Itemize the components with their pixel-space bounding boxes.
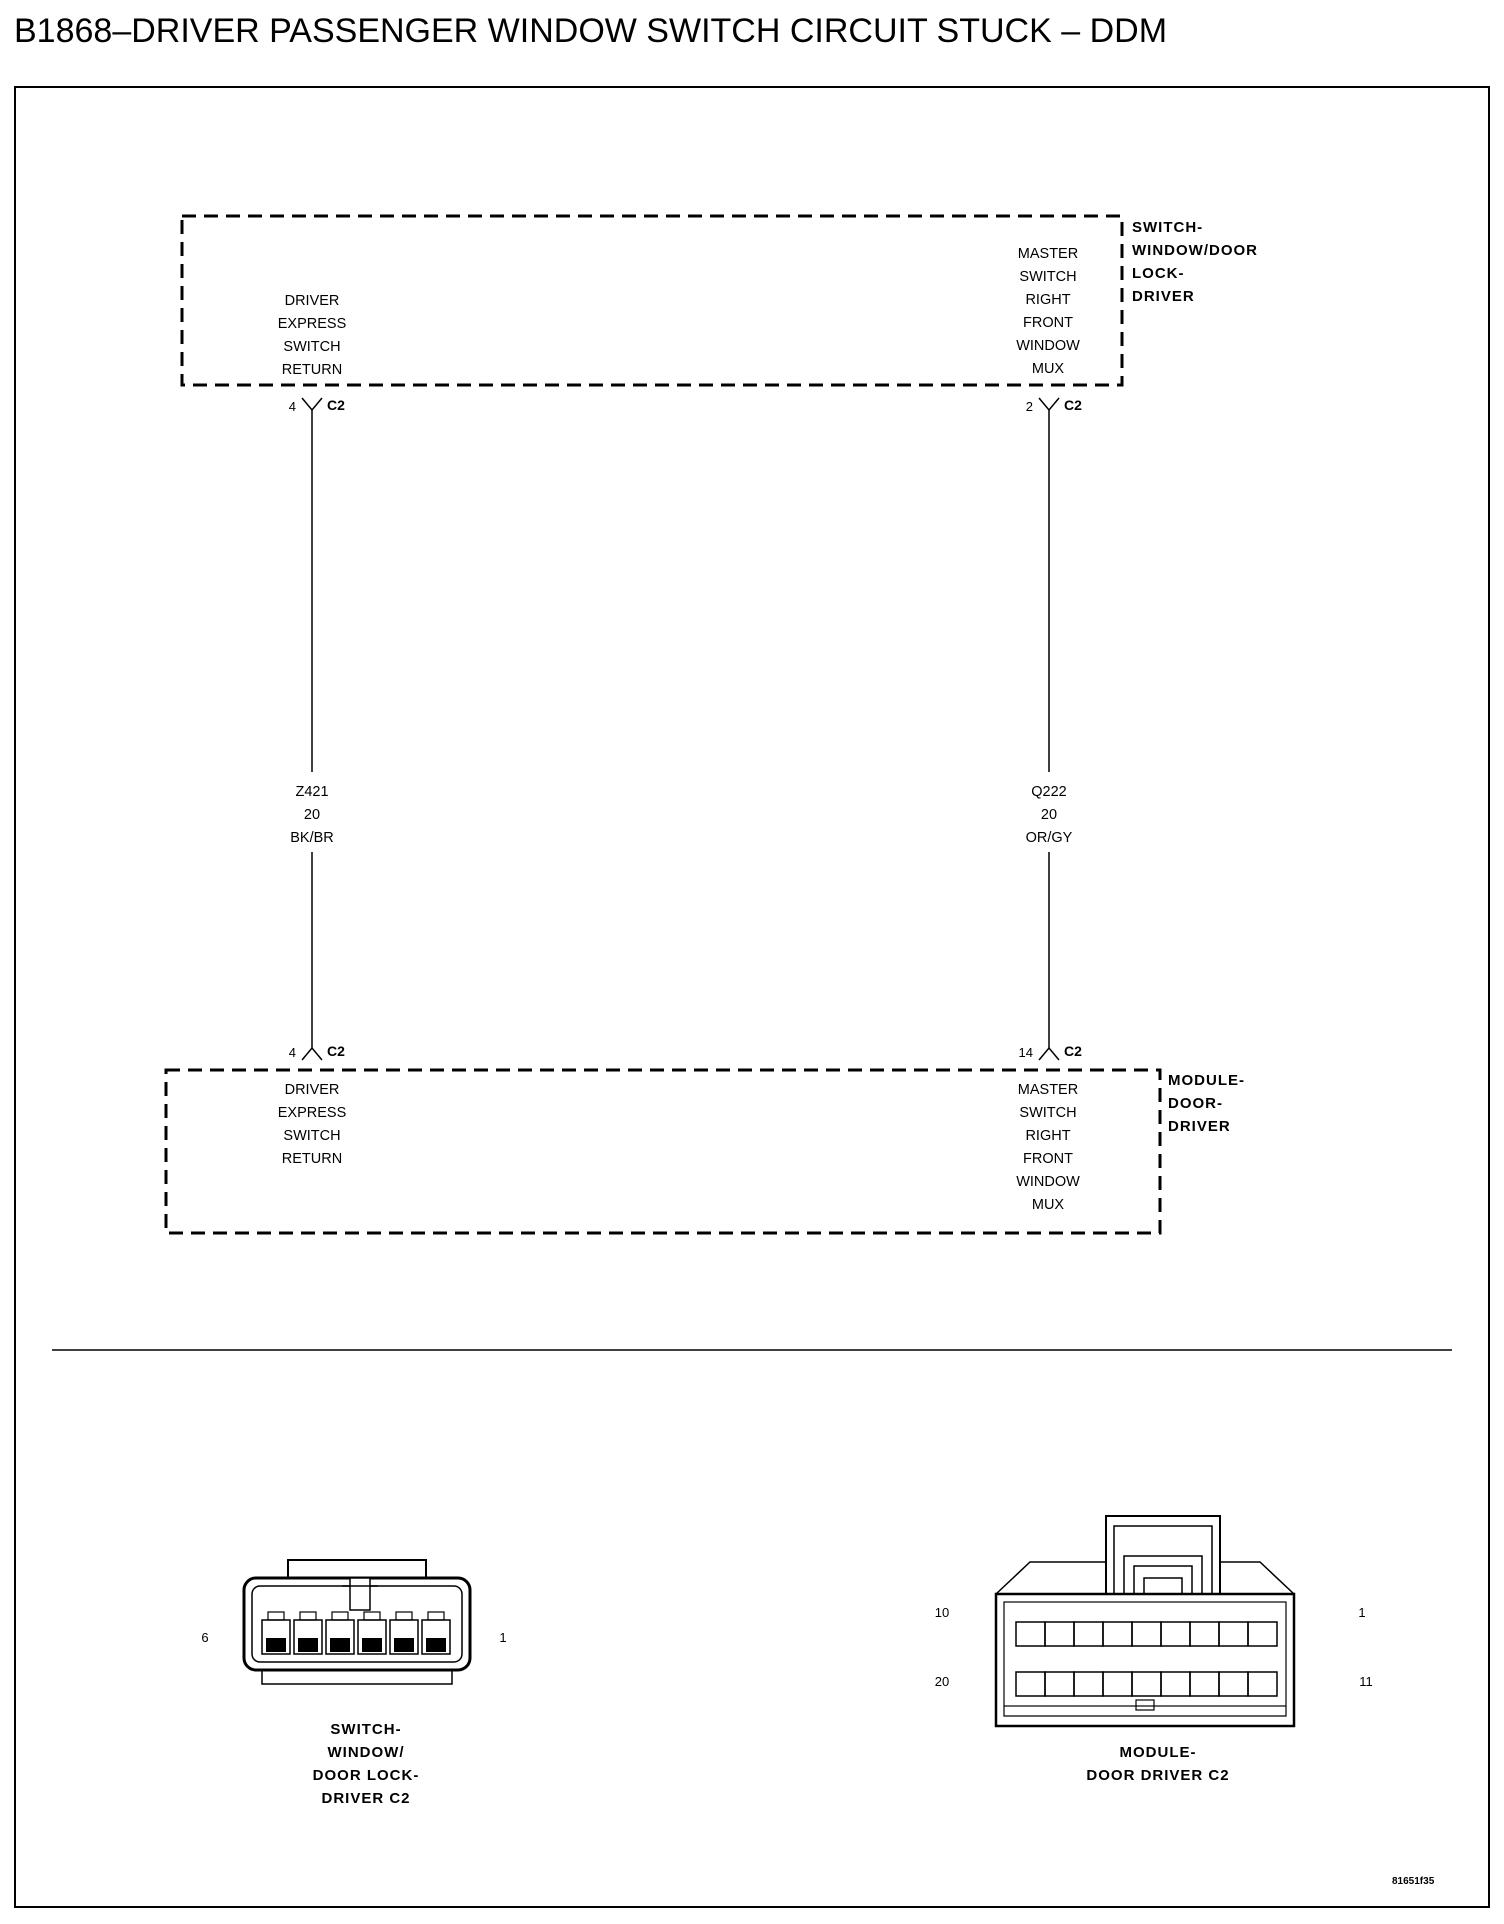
module-left-function-3: SWITCH (283, 1128, 340, 1144)
module-connector-caption-2: DOOR DRIVER C2 (1086, 1767, 1229, 1784)
module-left-function-2: EXPRESS (278, 1105, 347, 1121)
switch-left-connector-id: C2 (327, 397, 345, 413)
module-connector-pin-20-label: 20 (935, 1674, 949, 1689)
module-connector-pin-1-label: 1 (1358, 1605, 1365, 1620)
module-right-pin-connector: 14 C2 (1019, 1043, 1082, 1061)
wire-left-color: BK/BR (290, 830, 334, 846)
module-connector-view: 10 1 20 11 MODULE- DOOR DRIVER C2 (935, 1515, 1373, 1784)
wire-left-gauge: 20 (304, 807, 320, 823)
switch-connector-pin-1-label: 1 (499, 1630, 506, 1645)
module-connector-pin-10-label: 10 (935, 1605, 949, 1620)
switch-left-function-2: EXPRESS (278, 316, 347, 332)
wire-right-color: OR/GY (1026, 830, 1073, 846)
switch-name-line-4: DRIVER (1132, 288, 1195, 305)
figure-code: 81651f35 (1392, 1876, 1435, 1887)
module-right-function-2: SWITCH (1019, 1105, 1076, 1121)
switch-left-function-1: DRIVER (285, 293, 340, 309)
switch-connector-caption-2: WINDOW/ (328, 1744, 405, 1761)
switch-right-function-4: FRONT (1023, 315, 1073, 331)
module-name-line-2: DOOR- (1168, 1095, 1223, 1112)
module-right-function-1: MASTER (1018, 1082, 1078, 1098)
switch-right-pin: 2 (1026, 399, 1033, 414)
switch-left-pin-connector: 4 C2 (289, 397, 345, 414)
module-name-line-1: MODULE- (1168, 1072, 1245, 1089)
switch-right-function-2: SWITCH (1019, 269, 1076, 285)
switch-right-function-5: WINDOW (1016, 338, 1080, 354)
switch-connector-caption-3: DOOR LOCK- (313, 1767, 420, 1784)
switch-left-pin: 4 (289, 399, 296, 414)
module-name-line-3: DRIVER (1168, 1118, 1231, 1135)
switch-right-connector-id: C2 (1064, 397, 1082, 413)
diagram-frame (14, 86, 1490, 1908)
switch-component: SWITCH- WINDOW/DOOR LOCK- DRIVER DRIVER … (180, 214, 1258, 387)
switch-right-function-1: MASTER (1018, 246, 1078, 262)
module-right-function-6: MUX (1032, 1197, 1065, 1213)
switch-name-line-1: SWITCH- (1132, 219, 1203, 236)
module-left-function-4: RETURN (282, 1151, 342, 1167)
switch-connector-caption-4: DRIVER C2 (321, 1790, 410, 1807)
switch-name-line-3: LOCK- (1132, 265, 1185, 282)
module-dashed-outline (164, 1068, 1162, 1235)
module-left-pin: 4 (289, 1045, 296, 1060)
page-title: B1868–DRIVER PASSENGER WINDOW SWITCH CIR… (14, 12, 1167, 50)
switch-right-function-3: RIGHT (1025, 292, 1070, 308)
switch-name-line-2: WINDOW/DOOR (1132, 242, 1258, 259)
switch-left-function-3: SWITCH (283, 339, 340, 355)
wire-right-circuit: Q222 (1031, 784, 1066, 800)
switch-dashed-outline (180, 214, 1124, 387)
wire-right-gauge: 20 (1041, 807, 1057, 823)
switch-connector-pin-6-label: 6 (201, 1630, 208, 1645)
module-right-connector-id: C2 (1064, 1043, 1082, 1059)
module-connector-pin-11-label: 11 (1359, 1674, 1373, 1689)
wire-left-circuit: Z421 (295, 784, 328, 800)
switch-connector-caption-1: SWITCH- (330, 1721, 401, 1738)
module-component: MODULE- DOOR- DRIVER DRIVER EXPRESS SWIT… (164, 1068, 1245, 1235)
switch-connector-view: 6 1 SWITCH- WINDOW/ DOOR LOCK- DRIVER C2 (201, 1559, 507, 1807)
switch-left-function-4: RETURN (282, 362, 342, 378)
module-left-pin-connector: 4 C2 (289, 1043, 345, 1061)
module-left-function-1: DRIVER (285, 1082, 340, 1098)
module-left-connector-id: C2 (327, 1043, 345, 1059)
module-right-function-3: RIGHT (1025, 1128, 1070, 1144)
module-right-pin: 14 (1019, 1045, 1033, 1060)
switch-right-function-6: MUX (1032, 361, 1065, 377)
switch-right-pin-connector: 2 C2 (1026, 397, 1082, 414)
module-right-function-5: WINDOW (1016, 1174, 1080, 1190)
module-right-function-4: FRONT (1023, 1151, 1073, 1167)
module-connector-caption-1: MODULE- (1120, 1744, 1197, 1761)
